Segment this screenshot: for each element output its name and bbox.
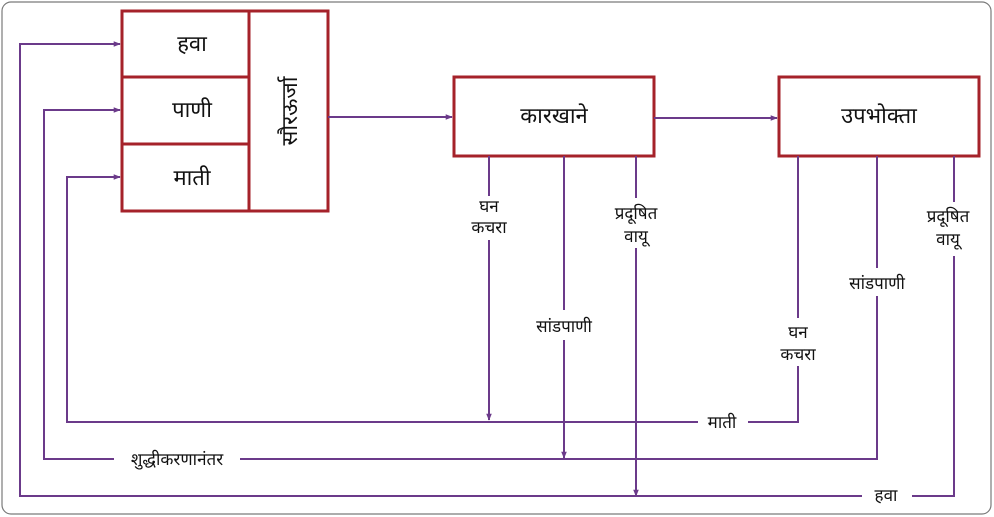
factory-solid-waste-label-2: कचरा	[471, 218, 507, 238]
factory-solid-waste-label-1: घन	[479, 197, 499, 217]
solar-energy-label: सौरऊर्जा	[277, 76, 303, 146]
consumer-label: उपभोक्ता	[841, 103, 917, 129]
air-return-arrow	[19, 41, 862, 497]
consumer-waste-water-label: सांडपाणी	[849, 273, 905, 294]
consumer-polluted-air-line-bottom	[912, 256, 955, 497]
factory-polluted-air-label-1: प्रदूषित	[615, 203, 658, 224]
consumer-solid-waste-line-bottom	[748, 366, 799, 423]
air-box-label: हवा	[177, 32, 207, 57]
consumer-polluted-air-label-2: वायू	[936, 230, 963, 250]
factory-box-border	[452, 75, 656, 158]
factory-waste-water-label: सांडपाणी	[536, 316, 592, 337]
resource-block: हवा पाणी माती सौरऊर्जा	[120, 9, 330, 213]
resource-block-border	[120, 9, 330, 213]
consumer-box-border	[777, 75, 981, 158]
air-return-label: हवा	[875, 486, 898, 506]
factory-box: कारखाने	[452, 75, 656, 158]
water-return-arrow	[43, 107, 121, 460]
factory-label: कारखाने	[520, 103, 588, 129]
consumer-box: उपभोक्ता	[777, 75, 981, 158]
purification-return-label: शुद्धीकरणानंतर	[131, 449, 224, 470]
soil-return-label: माती	[708, 412, 737, 433]
consumer-waste-water-line-bottom	[240, 296, 878, 460]
consumer-solid-waste-label-1: घन	[788, 323, 808, 343]
soil-box-label: माती	[173, 165, 210, 191]
water-box-label: पाणी	[172, 97, 212, 123]
soil-return-arrow	[66, 174, 698, 423]
factory-polluted-air-label-2: वायू	[624, 227, 651, 247]
consumer-polluted-air-label-1: प्रदूषित	[927, 206, 970, 227]
consumer-solid-waste-label-2: कचरा	[780, 345, 816, 365]
